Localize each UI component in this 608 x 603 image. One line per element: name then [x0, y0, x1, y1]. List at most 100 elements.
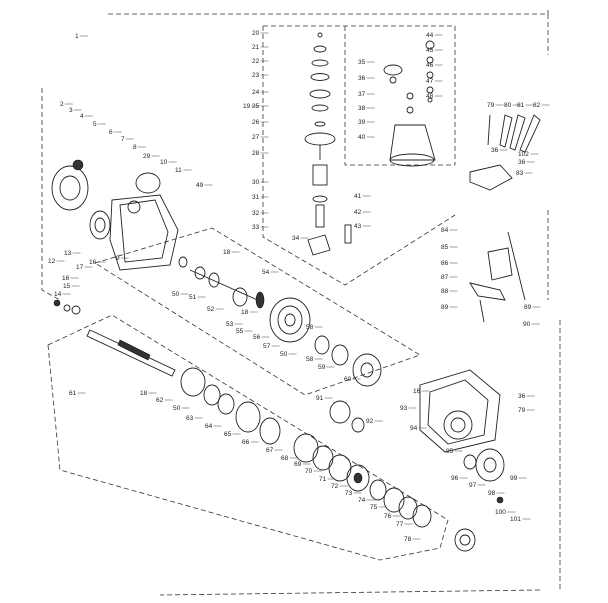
- part-callout-95: 95: [446, 448, 454, 455]
- part-callout-46: 46: [426, 62, 434, 69]
- part-callout-66: 66: [242, 439, 250, 446]
- part-callout-7: 7: [121, 136, 125, 143]
- part-callout-96: 96: [451, 475, 459, 482]
- part-callout-13: 13: [64, 250, 72, 257]
- linkage-parts: [469, 231, 526, 323]
- part-callout-80: 80: [504, 102, 512, 109]
- part-callout-50: 50: [173, 405, 181, 412]
- part-callout-101: 101: [510, 516, 521, 523]
- lower-shaft-parts: [86, 329, 432, 528]
- part-callout-35: 35: [358, 59, 366, 66]
- callout-labels: 1234567891011121314151617161819202122232…: [48, 30, 550, 543]
- part-callout-92: 92: [366, 418, 374, 425]
- part-callout-55: 55: [236, 328, 244, 335]
- middle-shaft-box: [94, 227, 421, 396]
- part-callout-11: 11: [175, 167, 182, 174]
- part-callout-4: 4: [80, 113, 84, 120]
- part-callout-34: 34: [292, 235, 300, 242]
- part-callout-98: 98: [488, 490, 496, 497]
- part-callout-62: 62: [156, 397, 164, 404]
- part-callout-84: 84: [441, 227, 449, 234]
- part-callout-38: 38: [358, 105, 366, 112]
- part-callout-25: 25: [252, 103, 260, 110]
- part-callout-12: 12: [48, 258, 56, 265]
- part-callout-36: 36: [491, 147, 499, 154]
- part-callout-75: 75: [370, 504, 378, 511]
- part-callout-49: 49: [196, 182, 204, 189]
- lower-shaft-box: [47, 314, 449, 561]
- part-callout-16: 16: [62, 275, 70, 282]
- part-callout-16: 16: [413, 388, 421, 395]
- part-callout-70: 70: [305, 468, 313, 475]
- part-callout-36: 36: [518, 159, 526, 166]
- part-callout-99: 99: [510, 475, 518, 482]
- part-callout-56: 56: [253, 334, 261, 341]
- part-callout-65: 65: [224, 431, 232, 438]
- part-callout-6: 6: [109, 129, 113, 136]
- part-callout-37: 37: [358, 91, 366, 98]
- part-callout-81: 81: [517, 102, 525, 109]
- part-callout-83: 83: [516, 170, 524, 177]
- part-callout-33: 33: [252, 224, 260, 231]
- part-callout-77: 77: [396, 521, 404, 528]
- part-callout-8: 8: [133, 144, 137, 151]
- part-callout-67: 67: [266, 447, 274, 454]
- part-callout-51: 51: [189, 294, 197, 301]
- part-callout-89: 89: [524, 304, 532, 311]
- part-callout-39: 39: [358, 119, 366, 126]
- upper-housing-box: [262, 25, 456, 286]
- part-callout-50: 50: [172, 291, 180, 298]
- part-callout-20: 20: [252, 30, 260, 37]
- part-callout-30: 30: [252, 179, 260, 186]
- part-callout-44: 44: [426, 32, 434, 39]
- part-callout-57: 57: [263, 343, 271, 350]
- part-callout-102: 102: [518, 151, 529, 158]
- part-callout-82: 82: [533, 102, 541, 109]
- part-callout-28: 28: [252, 150, 260, 157]
- part-callout-85: 85: [441, 244, 449, 251]
- part-callout-26: 26: [252, 119, 260, 126]
- part-callout-94: 94: [410, 425, 418, 432]
- part-callout-10: 10: [160, 159, 168, 166]
- part-callout-72: 72: [331, 483, 339, 490]
- part-callout-93: 93: [400, 405, 408, 412]
- part-callout-52: 52: [207, 306, 215, 313]
- part-callout-2: 2: [60, 101, 64, 108]
- part-callout-74: 74: [358, 497, 366, 504]
- part-callout-18: 18: [223, 249, 231, 256]
- part-callout-45: 45: [426, 47, 434, 54]
- part-callout-5: 5: [93, 121, 97, 128]
- part-callout-3: 3: [69, 107, 73, 114]
- part-callout-18: 18: [140, 390, 148, 397]
- upper-stack-parts: [304, 32, 436, 256]
- part-callout-15: 15: [63, 283, 71, 290]
- part-callout-54: 54: [262, 269, 270, 276]
- assembly-outline: [41, 10, 561, 596]
- part-callout-76: 76: [384, 513, 392, 520]
- part-callout-89: 89: [441, 304, 449, 311]
- part-callout-50: 50: [280, 351, 288, 358]
- part-callout-18: 18: [241, 309, 249, 316]
- part-callout-58: 58: [306, 356, 314, 363]
- part-callout-16: 16: [89, 259, 97, 266]
- part-callout-40: 40: [358, 134, 366, 141]
- part-callout-17: 17: [76, 264, 84, 271]
- part-callout-86: 86: [441, 260, 449, 267]
- part-callout-42: 42: [354, 209, 362, 216]
- part-callout-31: 31: [252, 194, 260, 201]
- part-callout-14: 14: [54, 291, 62, 298]
- left-case-assembly: [51, 159, 179, 315]
- part-callout-100: 100: [495, 509, 506, 516]
- part-callout-9: 9: [116, 255, 120, 262]
- part-callout-91: 91: [316, 395, 324, 402]
- part-callout-21: 21: [252, 44, 260, 51]
- part-callout-64: 64: [205, 423, 213, 430]
- part-callout-22: 22: [252, 58, 260, 65]
- part-callout-53: 53: [226, 321, 234, 328]
- part-callout-90: 90: [523, 321, 531, 328]
- part-callout-69: 69: [294, 461, 302, 468]
- part-callout-19: 19: [243, 103, 251, 110]
- part-callout-23: 23: [252, 72, 260, 79]
- part-callout-88: 88: [441, 288, 449, 295]
